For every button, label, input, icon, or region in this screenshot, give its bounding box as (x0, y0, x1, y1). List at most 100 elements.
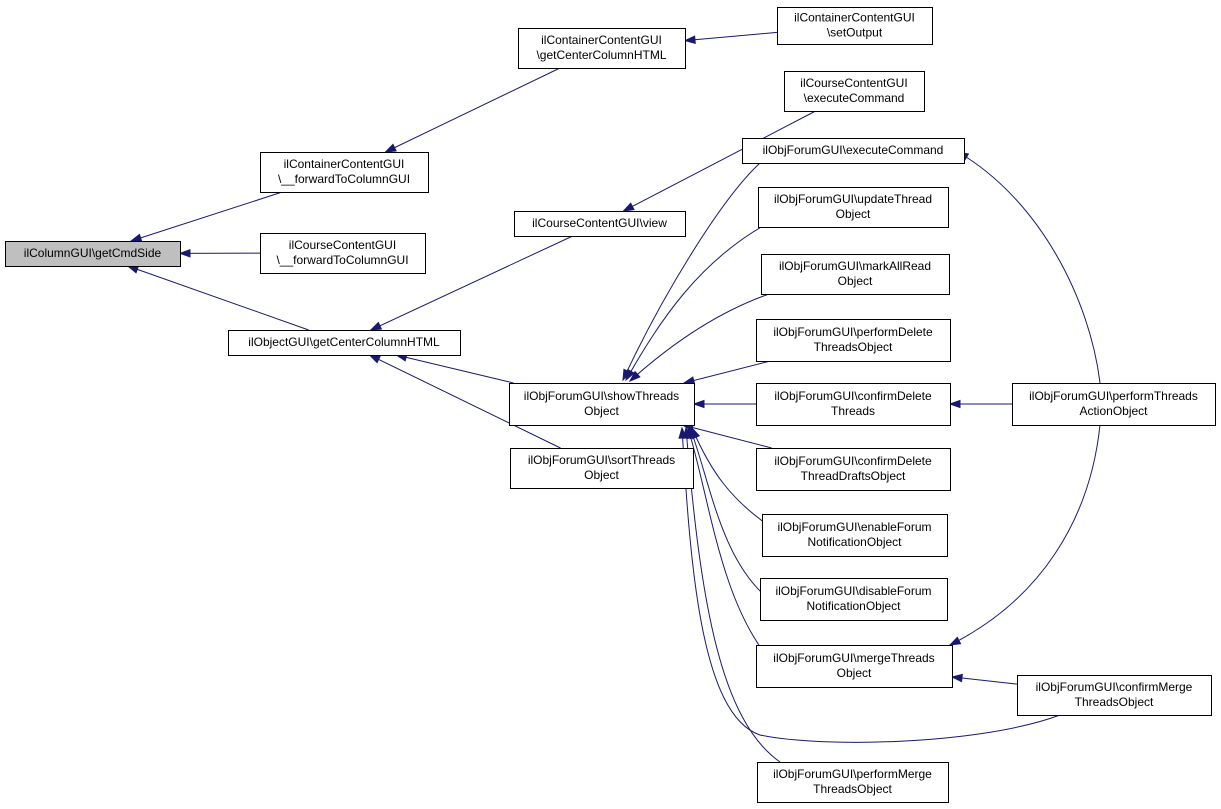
node-label: ilObjForumGUI\enableForum (777, 520, 931, 534)
edge-performThreadsAction-to-confirmDeleteThreads (948, 399, 1012, 409)
edge-line (127, 265, 309, 331)
node-label: ilObjForumGUI\showThreads (524, 389, 679, 403)
arrowhead (682, 376, 696, 385)
node-courseView[interactable]: ilCourseContentGUI\view (514, 211, 686, 237)
node-label: \__forwardToColumnGUI (276, 253, 408, 267)
node-label: ilObjForumGUI\markAllRead (779, 259, 931, 273)
node-label: ThreadsObject (1075, 695, 1154, 709)
node-label: Object (838, 274, 873, 288)
arrowhead (683, 35, 696, 44)
edges-layer (126, 31, 1101, 763)
arrowhead (622, 202, 635, 212)
node-label: ilObjForumGUI\confirmMerge (1036, 680, 1193, 694)
node-label: Object (584, 468, 619, 482)
node-box (756, 383, 951, 426)
node-confirmDeleteDrafts[interactable]: ilObjForumGUI\confirmDeleteThreadDraftsO… (756, 448, 951, 491)
edge-objectGetCenter-to-getCmdSide (126, 265, 309, 331)
edge-performThreadsAction-to-mergeThreads (948, 424, 1101, 646)
node-box (784, 71, 925, 112)
node-box (518, 28, 686, 69)
node-label: ThreadDraftsObject (801, 469, 906, 483)
node-label: ilCourseContentGUI (289, 238, 396, 252)
edge-line (684, 31, 778, 42)
node-box (758, 187, 949, 228)
node-box (756, 645, 953, 688)
node-box (756, 448, 951, 491)
edge-line (949, 424, 1101, 646)
node-label: Object (836, 207, 871, 221)
node-label: ilObjForumGUI\performThreads (1029, 389, 1198, 403)
edge-line (396, 354, 514, 384)
node-enableNotification[interactable]: ilObjForumGUI\enableForumNotificationObj… (762, 514, 948, 557)
node-label: \getCenterColumnHTML (536, 48, 666, 62)
arrowhead (948, 399, 961, 409)
arrowhead (950, 673, 963, 683)
nodes-layer: ilColumnGUI\getCmdSide ilContainerContent… (5, 7, 1216, 803)
edge-line (130, 191, 283, 242)
node-disableNotification[interactable]: ilObjForumGUI\disableForumNotificationOb… (760, 578, 948, 621)
node-label: NotificationObject (806, 599, 901, 613)
node-box (260, 152, 429, 193)
edge-forumExecute-to-showThreads (622, 162, 761, 382)
node-label: ilObjectGUI\getCenterColumnHTML (248, 335, 440, 349)
arrowhead (682, 426, 692, 439)
node-box (260, 233, 426, 274)
edge-line (623, 110, 816, 212)
node-label: Object (837, 666, 872, 680)
node-label: ActionObject (1079, 404, 1148, 418)
node-box (5, 241, 181, 267)
edge-line (951, 676, 1018, 685)
node-objectGetCenter[interactable]: ilObjectGUI\getCenterColumnHTML (228, 330, 461, 356)
node-label: ThreadsObject (813, 782, 892, 796)
node-label: Object (584, 404, 619, 418)
node-box (761, 254, 950, 295)
arrowhead (948, 636, 962, 646)
edge-performThreadsAction-to-forumExecute (956, 151, 1101, 384)
edge-line (683, 360, 771, 384)
node-label: ilColumnGUI\getCmdSide (24, 246, 162, 260)
arrowhead (625, 368, 635, 382)
edge-updateThread-to-showThreads (625, 221, 771, 382)
node-box (510, 448, 694, 489)
edge-containerForward-to-getCmdSide (129, 191, 283, 242)
edge-showThreads-to-objectGetCenter (394, 353, 514, 384)
node-forumExecute[interactable]: ilObjForumGUI\executeCommand (742, 138, 965, 164)
node-box (514, 211, 686, 237)
edge-line (385, 67, 561, 153)
edge-markAllRead-to-showThreads (628, 291, 776, 382)
edge-performDeleteThreads-to-showThreads (682, 360, 771, 385)
node-containerForward[interactable]: ilContainerContentGUI\__forwardToColumnG… (260, 152, 429, 193)
edge-courseView-to-objectGetCenter (369, 235, 573, 331)
edge-line (625, 221, 771, 381)
node-courseExecute[interactable]: ilCourseContentGUI\executeCommand (784, 71, 925, 112)
edge-line (689, 427, 771, 601)
edge-line (691, 427, 776, 531)
node-courseForward[interactable]: ilCourseContentGUI\__forwardToColumnGUI (260, 233, 426, 274)
node-getCmdSide[interactable]: ilColumnGUI\getCmdSide (5, 241, 181, 267)
node-label: ilObjForumGUI\performMerge (773, 767, 932, 781)
edge-line (629, 291, 776, 382)
arrowhead (368, 354, 381, 364)
edge-line (369, 354, 561, 449)
edge-containerSetOutput-to-containerGetCenter (683, 31, 778, 44)
node-label: ilObjForumGUI\executeCommand (763, 143, 944, 157)
node-label: \__forwardToColumnGUI (278, 172, 410, 186)
node-box (756, 319, 951, 362)
node-label: ilObjForumGUI\performDelete (773, 325, 933, 339)
node-containerSetOutput[interactable]: ilContainerContentGUI\setOutput (777, 7, 933, 45)
edge-line (622, 162, 761, 381)
node-box (228, 330, 461, 356)
node-containerGetCenter[interactable]: ilContainerContentGUI\getCenterColumnHTM… (518, 28, 686, 69)
node-label: ilCourseContentGUI\view (532, 216, 667, 230)
